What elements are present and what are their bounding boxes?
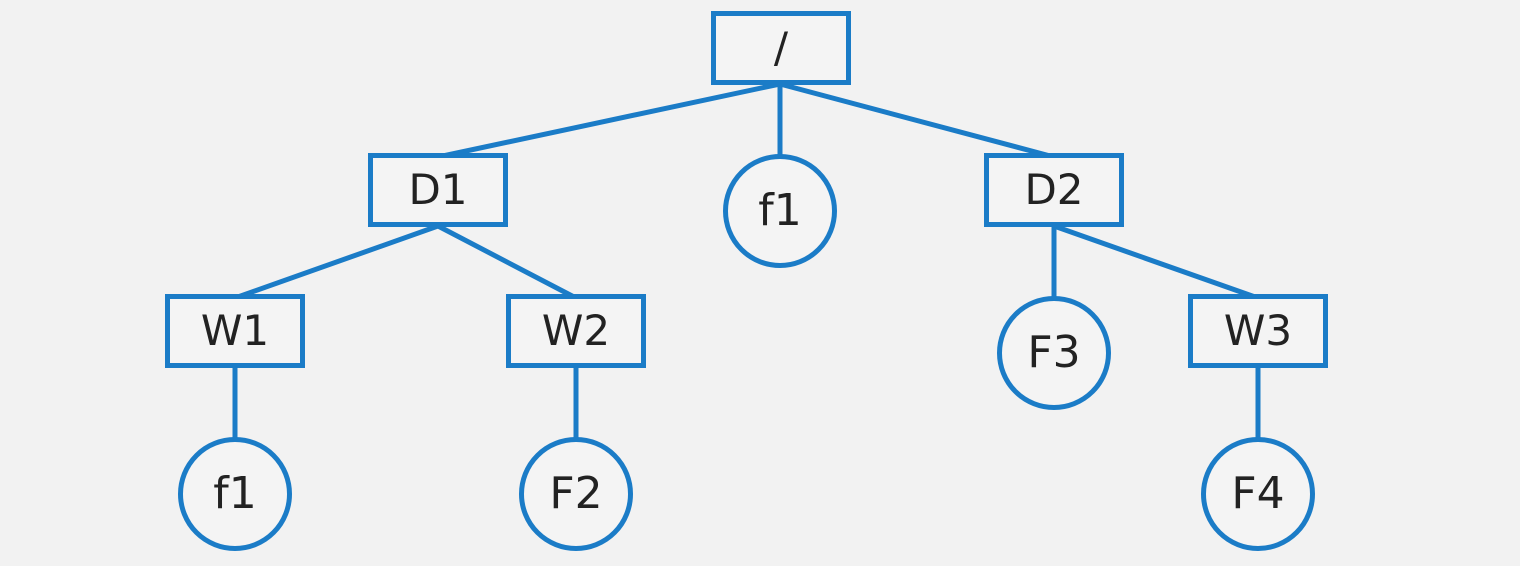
edge-d2-w3 <box>1051 223 1261 301</box>
node-label: f1 <box>213 468 257 519</box>
directory-node-w2: W2 <box>506 294 646 368</box>
directory-node-d2: D2 <box>984 153 1124 227</box>
edge-root-d1 <box>435 81 783 160</box>
node-label: W1 <box>200 306 270 355</box>
node-label: W3 <box>1223 306 1293 355</box>
file-node-f3: F3 <box>997 296 1111 410</box>
node-label: F3 <box>1027 327 1081 378</box>
directory-node-w1: W1 <box>165 294 305 368</box>
edge-d1-w2 <box>435 223 579 301</box>
file-node-f1-root: f1 <box>723 154 837 268</box>
node-label: F4 <box>1231 468 1285 519</box>
node-label: D1 <box>408 165 468 214</box>
node-label: D2 <box>1024 165 1084 214</box>
file-node-f1-w1: f1 <box>178 437 292 551</box>
node-label: W2 <box>541 306 611 355</box>
file-node-f2: F2 <box>519 437 633 551</box>
directory-node-w3: W3 <box>1188 294 1328 368</box>
node-label: f1 <box>758 185 802 236</box>
edge-d1-w1 <box>232 223 441 301</box>
node-label: / <box>773 23 789 72</box>
directory-node-root: / <box>711 11 851 85</box>
node-label: F2 <box>549 468 603 519</box>
directory-node-d1: D1 <box>368 153 508 227</box>
edge-root-d2 <box>777 81 1057 160</box>
file-node-f4: F4 <box>1201 437 1315 551</box>
